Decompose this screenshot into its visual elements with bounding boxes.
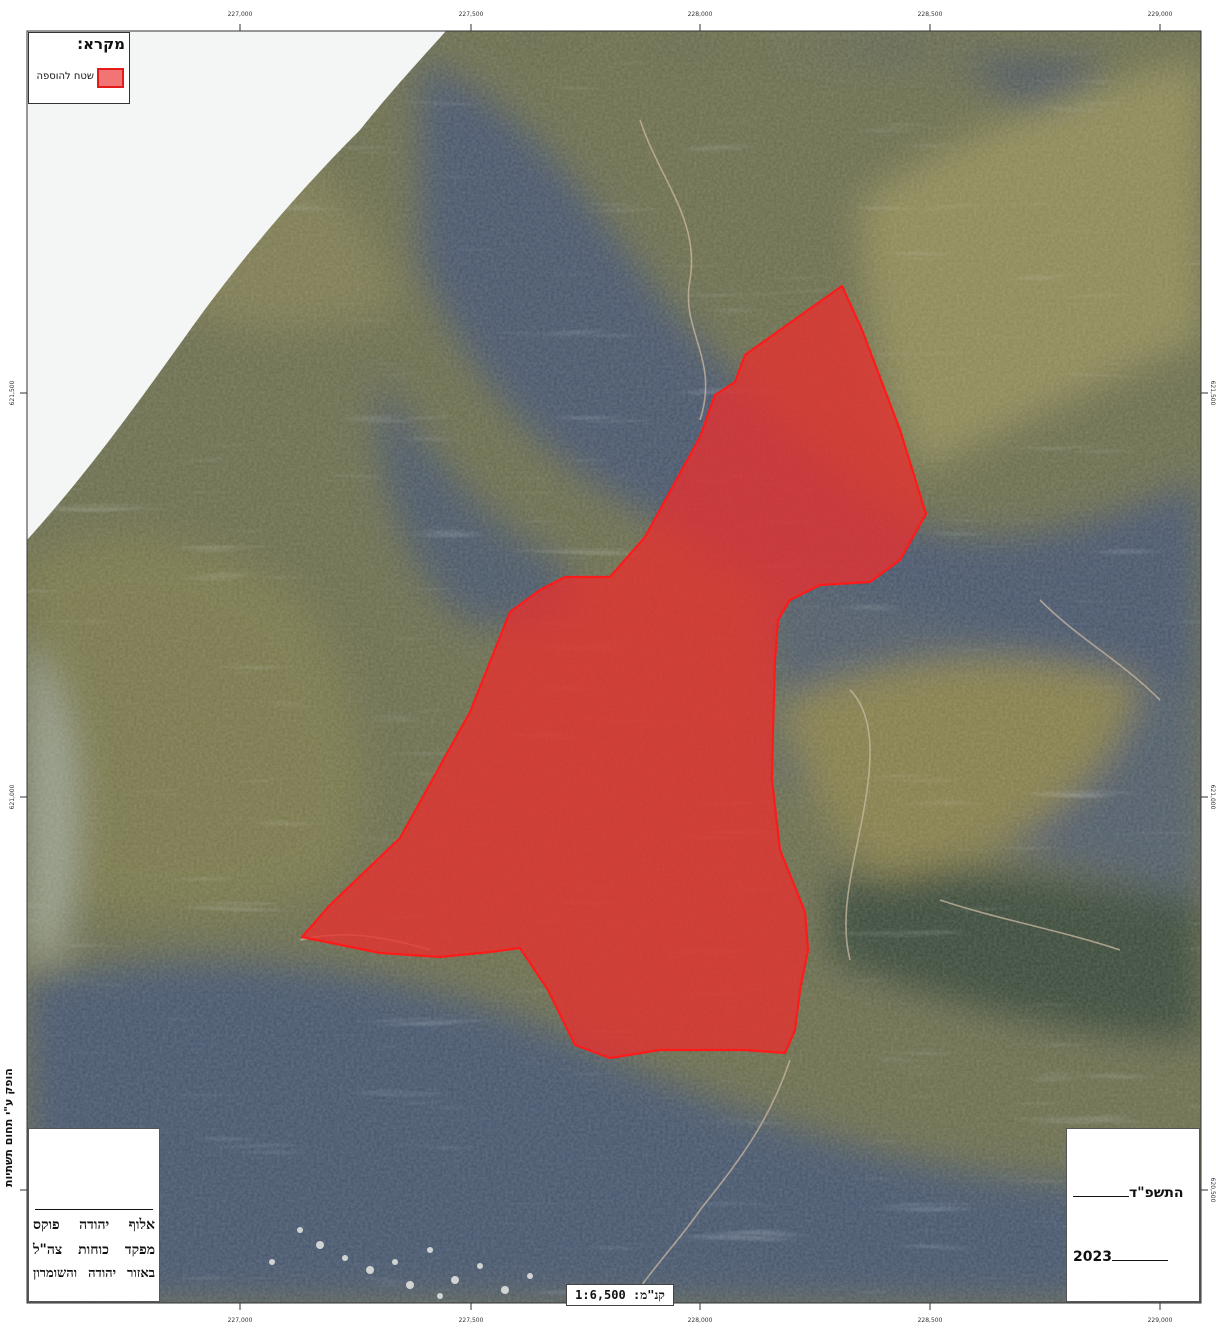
legend-swatch-area-to-add — [97, 68, 124, 88]
area-to-add-polygon[interactable] — [300, 284, 928, 1060]
grid-label-x-bottom-1: 227,000 — [228, 1317, 253, 1324]
gregorian-date-field: 2023 — [1073, 1249, 1195, 1265]
grid-label-y-left-1: 621,500 — [9, 380, 16, 405]
map-imagery — [27, 31, 1201, 1303]
grid-label-x-top-4: 228,500 — [918, 11, 943, 18]
map-legend: מקרא: שטח להוספה — [28, 32, 130, 104]
hebrew-date-field: התשפ"ד — [1073, 1185, 1195, 1201]
grid-label-y-right-2: 621,000 — [1209, 785, 1216, 810]
date-block: התשפ"ד 2023 — [1066, 1128, 1200, 1302]
grid-ticks — [20, 24, 1208, 1310]
grid-label-x-bottom-2: 227,500 — [459, 1317, 484, 1324]
legend-title: מקרא: — [77, 35, 125, 53]
gregorian-date-blank — [1111, 1260, 1168, 1261]
map-scale: קנ"מ: 1:6,500 — [566, 1284, 674, 1306]
no-imagery-area — [27, 31, 446, 540]
grid-label-x-top-3: 228,000 — [688, 11, 713, 18]
grid-label-x-top-1: 227,000 — [228, 11, 253, 18]
hebrew-date-blank — [1073, 1196, 1129, 1197]
hebrew-year: התשפ"ד — [1129, 1185, 1184, 1201]
grid-label-y-right-1: 621,500 — [1209, 381, 1216, 406]
grid-label-x-top-2: 227,500 — [459, 11, 484, 18]
grid-label-x-bottom-4: 228,500 — [918, 1317, 943, 1324]
signatory-name: אלוף יהודה פוקס — [33, 1217, 155, 1233]
grid-label-x-bottom-3: 228,000 — [688, 1317, 713, 1324]
grid-label-y-left-2: 621,000 — [9, 784, 16, 809]
signature-line — [35, 1209, 153, 1210]
signatory-region: באזור יהודה והשומרון — [33, 1266, 155, 1281]
print-note: הופק ע"י תחום תשתיות — [2, 1068, 15, 1187]
grid-label-x-bottom-5: 229,000 — [1148, 1317, 1173, 1324]
signatory-title: מפקד כוחות צה"ל — [33, 1242, 155, 1258]
signature-block: אלוף יהודה פוקס מפקד כוחות צה"ל באזור יה… — [28, 1128, 160, 1302]
grid-label-y-right-3: 620,500 — [1209, 1178, 1216, 1203]
gregorian-year: 2023 — [1073, 1249, 1112, 1265]
legend-label-area-to-add: שטח להוספה — [36, 71, 95, 82]
grid-label-x-top-5: 229,000 — [1148, 11, 1173, 18]
